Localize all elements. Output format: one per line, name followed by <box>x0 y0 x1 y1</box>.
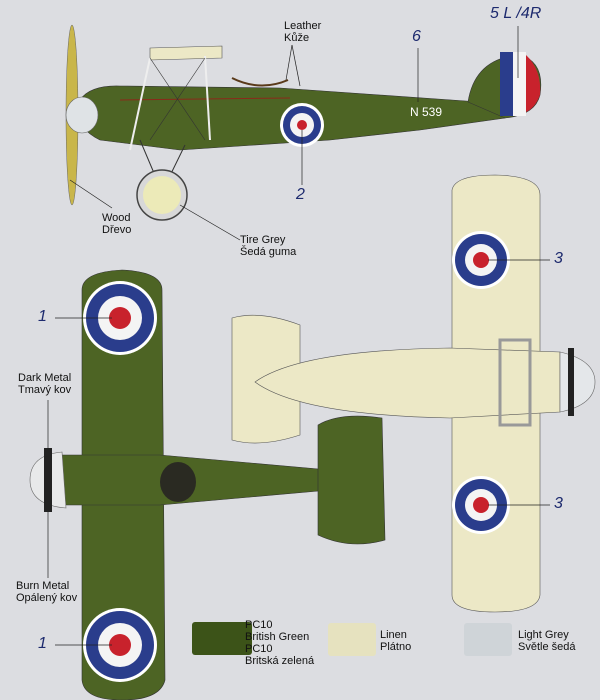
side-view-aircraft <box>65 24 542 241</box>
label-line: Leather <box>284 20 322 32</box>
label-line: Dřevo <box>102 224 132 236</box>
callout-1-lower: 1 <box>38 635 47 652</box>
spinner <box>65 96 99 134</box>
label-line: Světle šedá <box>518 641 576 653</box>
swatch-light-grey <box>464 623 512 656</box>
rudder-red-stripe <box>526 55 541 112</box>
label-line: British Green <box>245 631 310 643</box>
swatch-british-green <box>192 622 252 655</box>
callout-3-upper: 3 <box>554 250 563 267</box>
callout-3-lower: 3 <box>554 495 563 512</box>
label-line: Tmavý kov <box>18 384 72 396</box>
label-line: Burn Metal <box>16 580 70 592</box>
label-line: Wood <box>102 212 131 224</box>
label-line: Tire Grey <box>240 234 286 246</box>
label-line: PC10 <box>245 643 273 655</box>
label-line: Kůže <box>284 32 310 44</box>
rudder-white-stripe <box>513 52 526 116</box>
label-line: Opálený kov <box>16 592 78 604</box>
top-view-aircraft <box>29 269 386 700</box>
swatch-linen <box>328 623 376 656</box>
callout-2: 2 <box>296 186 305 203</box>
label-line: Plátno <box>380 641 412 653</box>
rudder-blue-stripe <box>500 52 513 116</box>
label-line: Dark Metal <box>18 372 72 384</box>
label-line: Šedá guma <box>240 246 297 258</box>
serial-number: N 539 <box>410 105 443 119</box>
bottom-view-fuselage <box>254 347 561 419</box>
label-line: PC10 <box>245 619 273 631</box>
label-line: Linen <box>380 629 407 641</box>
rudder-decal-callout: 5 L /4R <box>490 5 542 22</box>
bottom-view-aircraft <box>231 174 596 613</box>
callout-1-upper: 1 <box>38 308 47 325</box>
label-line: Light Grey <box>518 629 569 641</box>
label-line: Britská zelená <box>245 655 315 667</box>
cockpit <box>160 462 196 502</box>
callout-6: 6 <box>412 28 421 45</box>
side-upper-wing <box>149 45 223 61</box>
top-view-tailplane <box>317 415 386 545</box>
